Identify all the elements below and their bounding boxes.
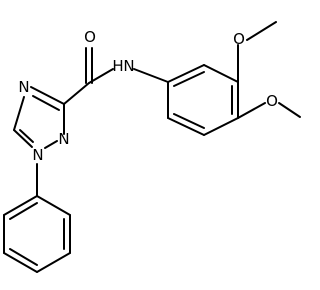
atom-methoxy-oxygen-right: O <box>266 92 278 110</box>
bond-carbonyl-nh <box>88 68 114 84</box>
molecule-structure: O N H O O N N N <box>3 21 301 273</box>
atom-methoxy-oxygen-top: O <box>233 30 245 48</box>
atom-carbonyl-oxygen: O <box>84 28 96 46</box>
bond-aryl-5 <box>167 117 205 136</box>
atom-triazole-n2: N <box>58 130 69 148</box>
bond-triazole-c5-n1-inner <box>19 129 34 143</box>
bond-methoxy-top-methyl <box>246 21 277 41</box>
bond-aryl-5-inner <box>173 113 205 129</box>
bond-phenyl-4 <box>3 252 38 273</box>
atom-amide-nitrogen: N <box>123 57 134 75</box>
atom-amide-hydrogen: H <box>112 57 123 75</box>
atom-triazole-n4: N <box>18 78 29 96</box>
bond-triazole-n1-n2 <box>44 140 58 149</box>
atom-triazole-n1: N <box>32 146 43 164</box>
bond-aryl-2 <box>203 64 239 83</box>
bond-triazole-c3-n4-inner <box>32 95 60 111</box>
bond-phenyl-3 <box>36 252 71 273</box>
bond-aryl-1-inner <box>173 71 205 87</box>
bond-methoxy-right-methyl <box>278 102 301 118</box>
bond-aryl-1 <box>167 64 205 83</box>
bond-triazole-c5-n1 <box>13 129 33 148</box>
bond-phenyl-1 <box>36 195 71 216</box>
bond-methoxy-right-ring <box>237 102 266 119</box>
bond-phenyl-6 <box>3 195 38 216</box>
bond-carbonyl-triazole <box>63 82 90 105</box>
bond-phenyl-4-inner <box>9 248 38 266</box>
bonds <box>3 21 301 273</box>
bond-triazole-c3-n4 <box>30 86 65 105</box>
bond-phenyl-6-inner <box>9 202 38 220</box>
bond-triazole-n4-c5 <box>13 96 25 131</box>
bond-nh-aryl <box>133 68 169 83</box>
atom-labels: O N H O O N N N <box>18 28 278 164</box>
bond-aryl-4 <box>203 117 239 136</box>
